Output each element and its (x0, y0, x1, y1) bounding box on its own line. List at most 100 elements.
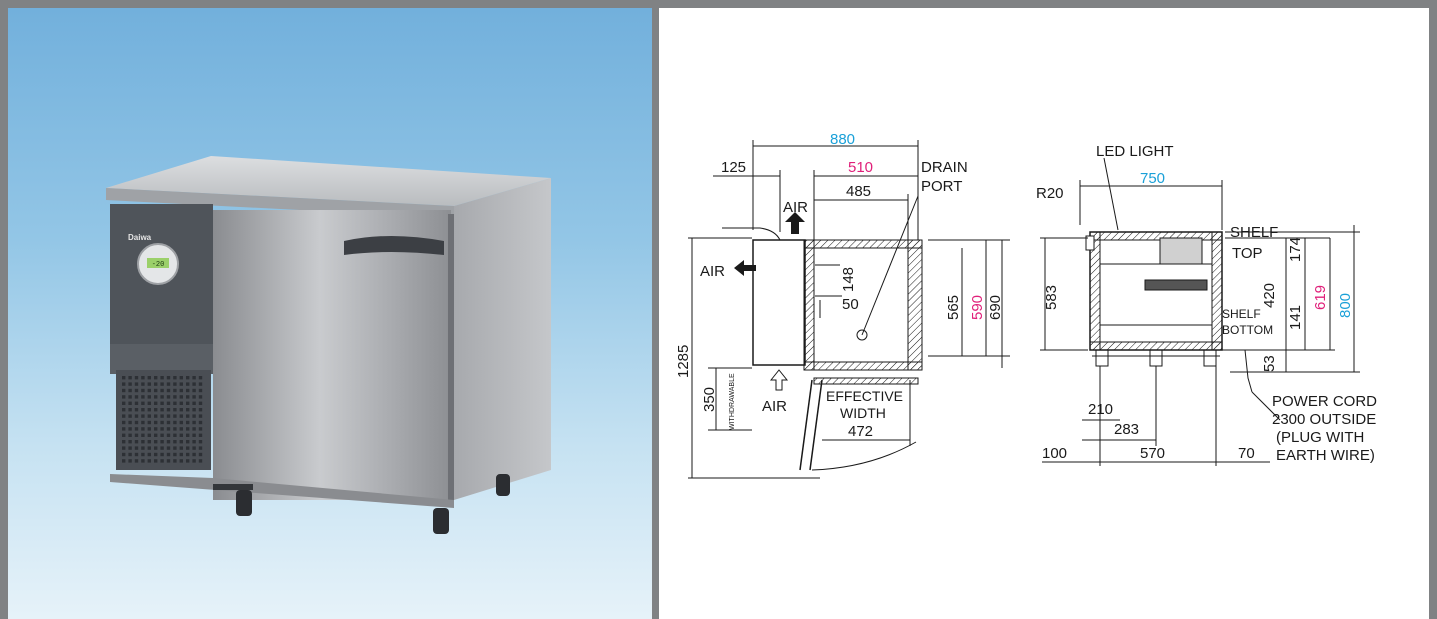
air-arrows (734, 212, 805, 391)
grille-hole (147, 459, 151, 463)
grille-hole (122, 420, 126, 425)
led-light-label: LED LIGHT (1096, 143, 1174, 160)
grille-hole (141, 446, 145, 450)
power-cord-label-1: POWER CORD (1272, 393, 1377, 410)
grille-hole (198, 395, 203, 399)
grille-hole (198, 414, 203, 418)
grille-hole (186, 420, 190, 425)
grille-holes (122, 376, 203, 463)
shelf-rail (1144, 279, 1208, 291)
grille-hole (147, 446, 151, 450)
withdrawable-label: WITHDRAWABLE (729, 373, 736, 430)
grille-hole (154, 414, 158, 418)
dim-570: 570 (1140, 445, 1165, 462)
grille-hole (166, 388, 171, 393)
door-swing-arc (811, 441, 917, 471)
port-label: PORT (921, 178, 962, 195)
dim-174: 174 (1287, 237, 1304, 262)
grille-hole (128, 440, 132, 444)
dim-690: 690 (987, 295, 1004, 320)
grille-hole (198, 440, 203, 444)
dim-53: 53 (1261, 355, 1278, 372)
grille-hole (141, 376, 145, 380)
grille-hole (134, 395, 139, 399)
compressor-unit (752, 239, 806, 366)
grille-hole (147, 414, 151, 418)
air-label-top: AIR (783, 199, 808, 216)
grille-hole (122, 376, 126, 380)
grille-hole (141, 427, 145, 431)
grille-hole (166, 420, 171, 425)
grille-hole (173, 401, 177, 405)
grille-hole (154, 433, 158, 437)
grille-hole (160, 408, 164, 412)
dim-141: 141 (1287, 305, 1304, 330)
grille-hole (173, 440, 177, 444)
grille-hole (179, 440, 183, 444)
grille-hole (173, 395, 177, 399)
grille-hole (141, 433, 145, 437)
grille-hole (154, 459, 158, 463)
grille-hole (122, 395, 126, 399)
grille-hole (179, 401, 183, 405)
grille-hole (173, 408, 177, 412)
dim-619: 619 (1312, 285, 1329, 310)
grille-hole (154, 376, 158, 380)
grille-hole (128, 395, 132, 399)
grille-hole (141, 388, 145, 393)
grille-hole (147, 433, 151, 437)
grille-hole (186, 440, 190, 444)
evaporator (1159, 237, 1203, 265)
air-up-arrow (785, 212, 805, 234)
grille-hole (141, 414, 145, 418)
grille-hole (186, 446, 190, 450)
grille-hole (147, 401, 151, 405)
grille-hole (160, 376, 164, 380)
grille-hole (141, 459, 145, 463)
grille-hole (198, 388, 203, 393)
grille-hole (179, 388, 183, 393)
grille-hole (141, 382, 145, 386)
grille-hole (141, 401, 145, 405)
grille-hole (128, 452, 132, 457)
grille-hole (198, 433, 203, 437)
power-cord-label-2: 2300 OUTSIDE (1272, 411, 1376, 428)
grille-hole (192, 388, 196, 393)
grille-hole (198, 452, 203, 457)
grille-hole (198, 459, 203, 463)
grille-hole (166, 446, 171, 450)
grille-hole (192, 414, 196, 418)
grille-hole (160, 427, 164, 431)
grille-hole (147, 395, 151, 399)
grille-hole (128, 408, 132, 412)
grille-hole (166, 408, 171, 412)
dim-350: 350 (701, 387, 718, 412)
grille-hole (141, 395, 145, 399)
dimension-drawing: 880 510 485 125 DRAIN PORT AIR AIR AIR 1… (675, 131, 1377, 479)
shelf-bottom-label-2: BOTTOM (1222, 323, 1273, 337)
grille-hole (122, 446, 126, 450)
grille-hole (192, 446, 196, 450)
grille-hole (134, 388, 139, 393)
grille-hole (154, 382, 158, 386)
grille-hole (122, 414, 126, 418)
drain-port (856, 329, 868, 341)
dim-583: 583 (1043, 285, 1060, 310)
r20-label: R20 (1036, 185, 1064, 202)
grille-hole (154, 452, 158, 457)
grille-hole (134, 382, 139, 386)
grille-hole (134, 440, 139, 444)
grille-hole (173, 452, 177, 457)
grille-hole (192, 459, 196, 463)
dim-1285: 1285 (675, 345, 692, 378)
grille-hole (134, 459, 139, 463)
grille-hole (186, 376, 190, 380)
refrigerator-photo: -20 Daiwa (106, 156, 551, 534)
grille-hole (141, 452, 145, 457)
grille-hole (147, 452, 151, 457)
grille-hole (147, 427, 151, 431)
grille-hole (166, 452, 171, 457)
grille-hole (192, 433, 196, 437)
grille-hole (147, 388, 151, 393)
grille-hole (147, 408, 151, 412)
